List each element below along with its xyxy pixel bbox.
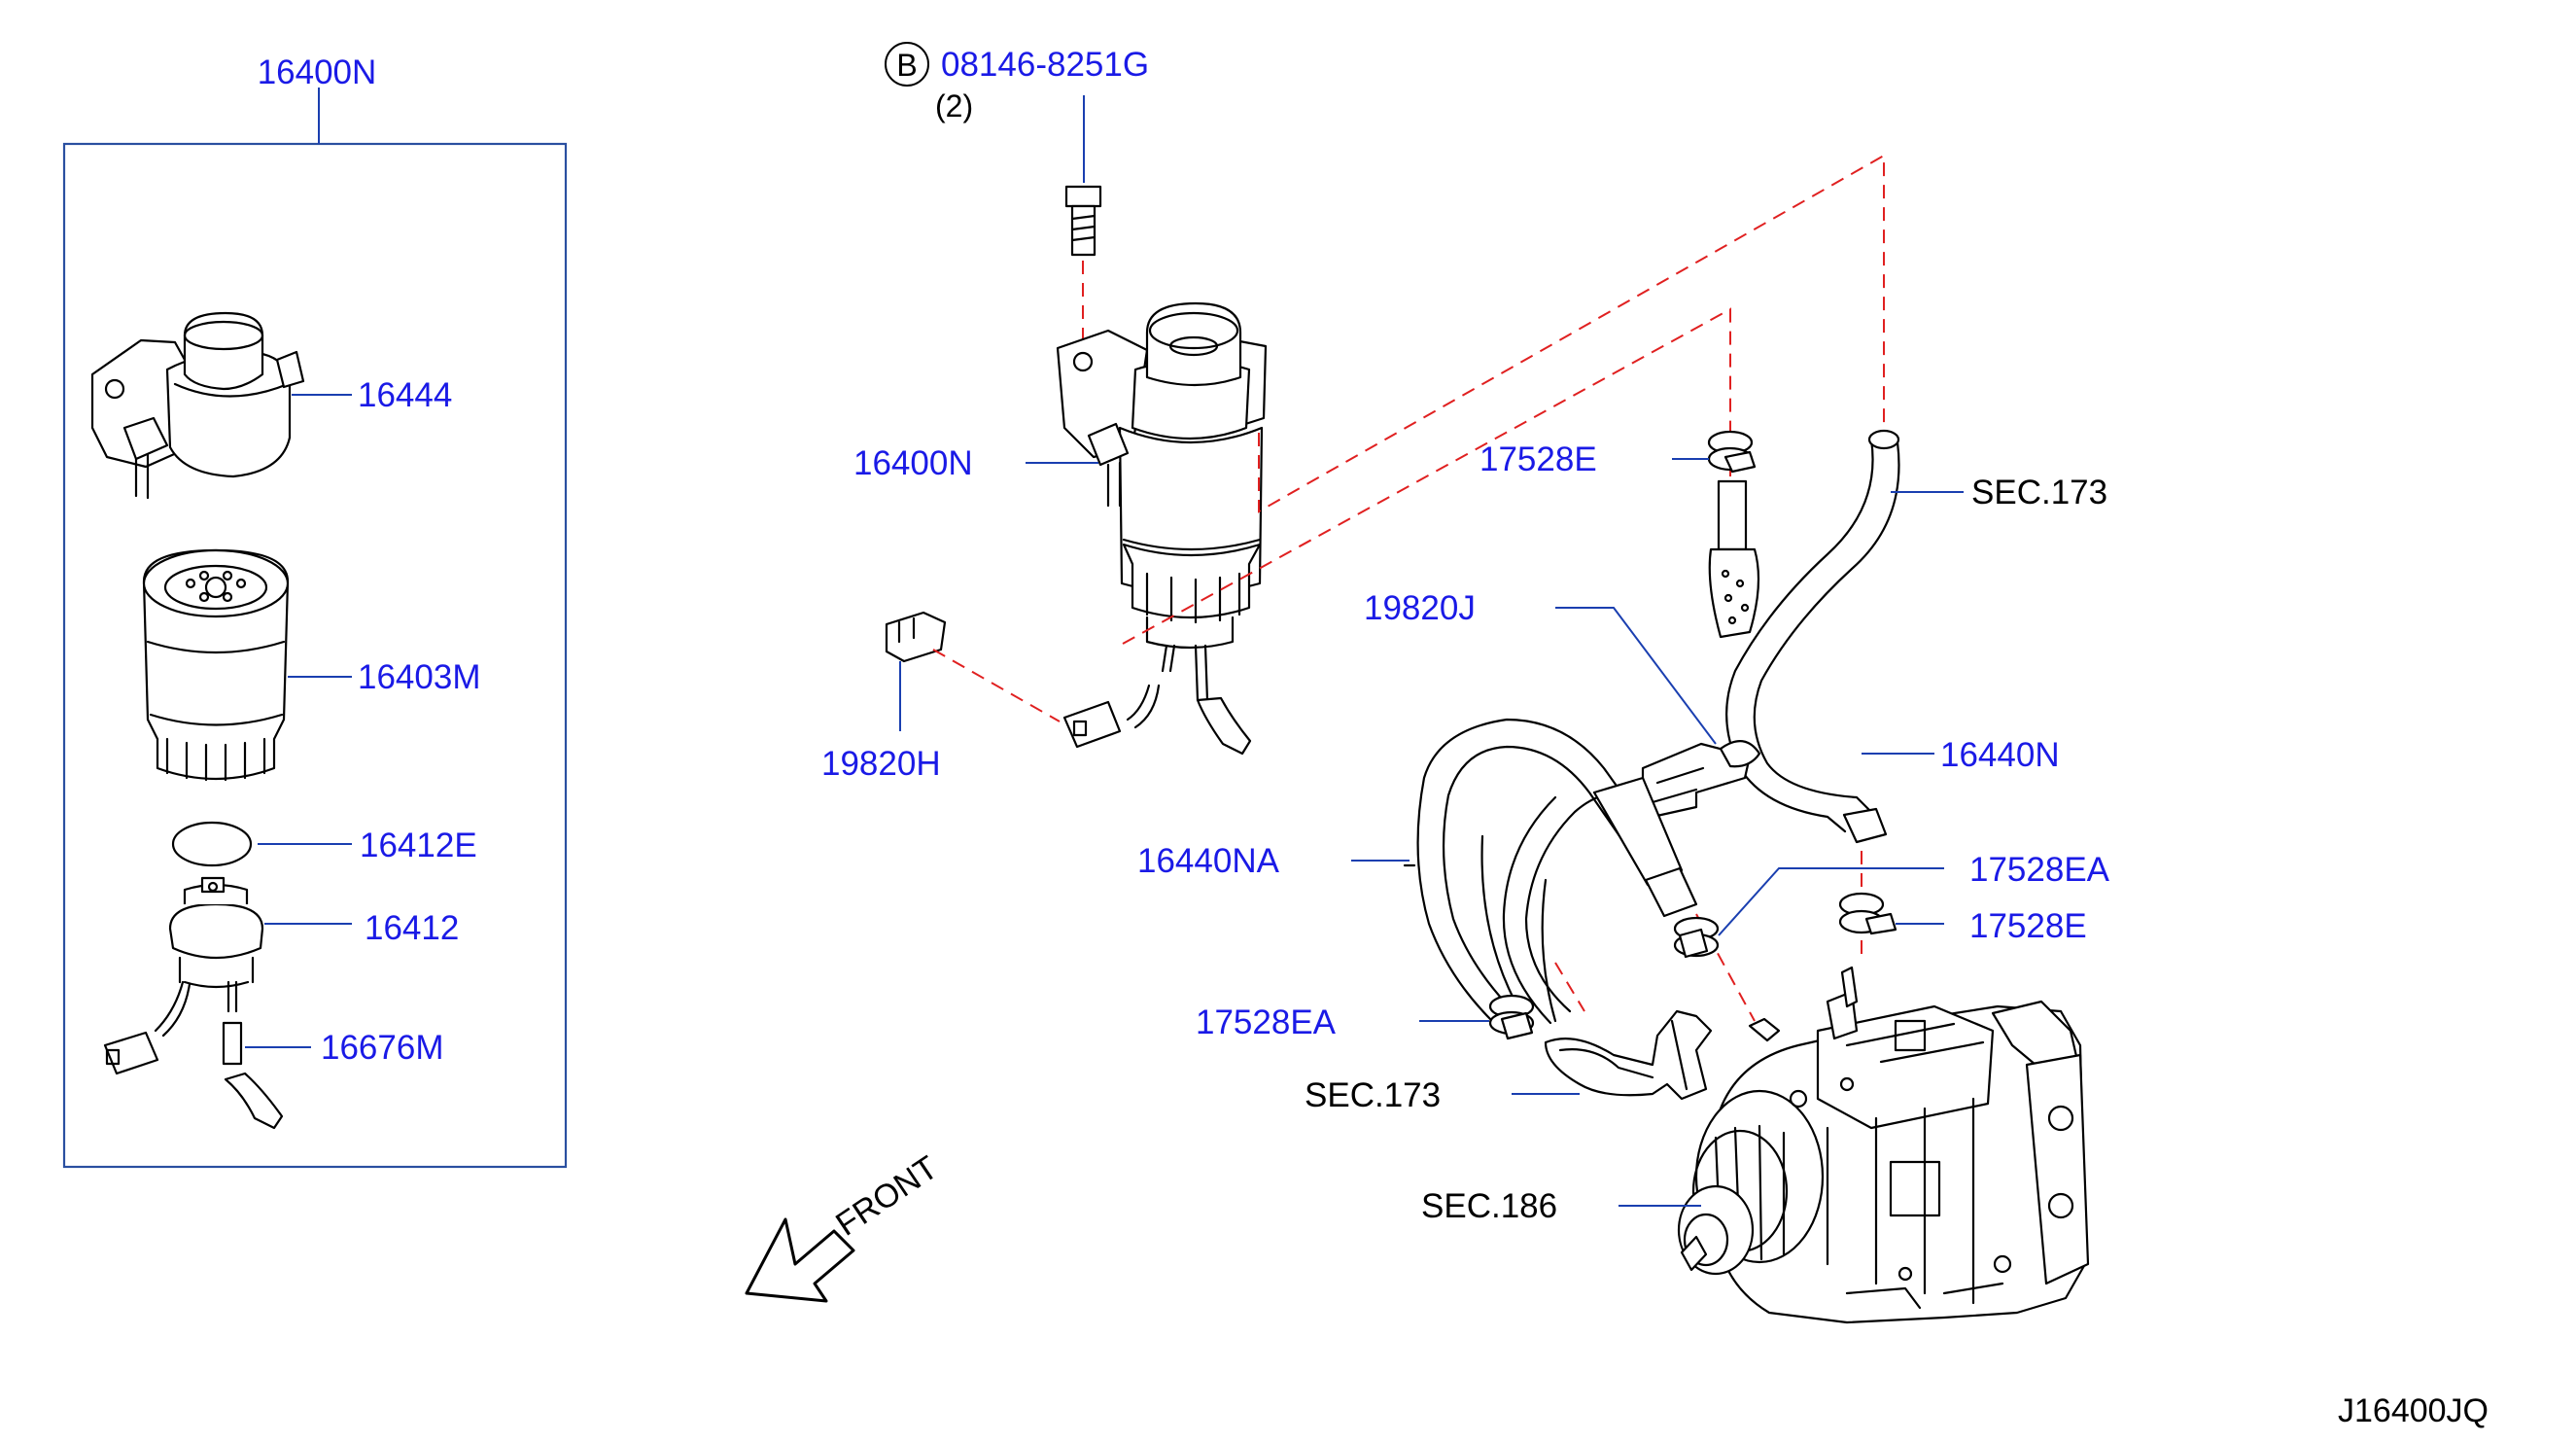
sec173-pipe-drawing: SEC.173	[1305, 1009, 1781, 1114]
clamp-17528e-right: 17528E	[1838, 892, 2087, 945]
connector-19820h: 19820H	[821, 611, 1061, 783]
clamp-17528ea-right: 17528EA	[1673, 851, 2110, 959]
label-clamp-top: 17528E	[1479, 440, 1597, 478]
clip-19820j: 19820J	[1364, 589, 1761, 819]
label-connector-19820h: 19820H	[821, 745, 941, 783]
bolt-part-number: 08146-8251G	[941, 46, 1149, 84]
diagram-code: J16400JQ	[2338, 1392, 2489, 1429]
filter-element-drawing: 16403M	[142, 548, 480, 782]
clamp-17528e-top: 17528E	[1479, 430, 1757, 478]
front-label: FRONT	[829, 1149, 944, 1244]
label-clamp-right-e: 17528E	[1969, 907, 2087, 945]
label-sec186: SEC.186	[1421, 1187, 1557, 1225]
label-16412e: 16412E	[360, 827, 477, 864]
arrow-front-icon	[745, 1217, 855, 1303]
label-16403m: 16403M	[358, 658, 480, 696]
label-sec173-bottom: SEC.173	[1305, 1076, 1441, 1114]
sensor-wire-hose-drawing: 16676M	[103, 980, 443, 1130]
label-filter-assembly: 16400N	[853, 444, 973, 482]
label-16412: 16412	[365, 909, 459, 947]
label-hose-16440n: 16440N	[1940, 736, 2060, 774]
bolt-callout: B 08146-8251G (2)	[885, 42, 1149, 257]
label-16676m: 16676M	[321, 1029, 443, 1067]
filter-head-drawing: 16444	[90, 311, 452, 500]
hose-16440na: 16440NA	[1137, 718, 1698, 1025]
label-sec173-top: SEC.173	[1971, 474, 2107, 511]
label-clip-19820j: 19820J	[1364, 589, 1476, 627]
o-ring-drawing: 16412E	[171, 821, 477, 867]
label-16444: 16444	[358, 376, 452, 414]
label-clamp-left-ea: 17528EA	[1196, 1003, 1337, 1041]
label-clamp-right-ea: 17528EA	[1969, 851, 2110, 889]
water-sensor-drawing: 16412	[168, 876, 459, 989]
filter-assembly-drawing: 16400N	[853, 261, 1268, 756]
bolt-quantity: (2)	[935, 88, 973, 123]
exploded-view-box: 16400N	[62, 53, 568, 1169]
box-title-label: 16400N	[258, 53, 377, 91]
bolt-marker-b: B	[896, 48, 917, 83]
label-hose-16440na: 16440NA	[1137, 842, 1280, 880]
hose-16440n: SEC.173 16440N	[1708, 429, 2107, 844]
injection-pump-drawing: SEC.186	[1421, 966, 2090, 1324]
front-direction-indicator: FRONT	[745, 1149, 945, 1303]
clamp-17528ea-left: 17528EA	[1196, 994, 1535, 1041]
